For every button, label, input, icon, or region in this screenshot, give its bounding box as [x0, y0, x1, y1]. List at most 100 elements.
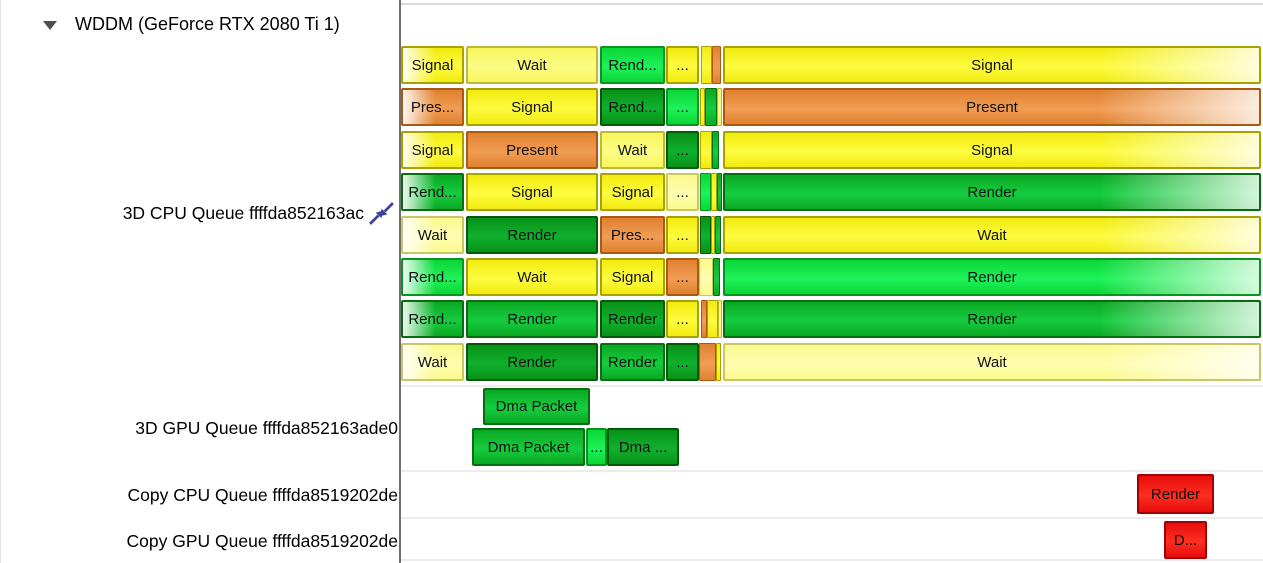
event-bar-sliver[interactable] [711, 216, 715, 254]
event-bar-sliver[interactable]: ... [666, 88, 699, 126]
event-bar-label: Rend... [608, 98, 657, 116]
event-bar-render[interactable]: Render [466, 300, 598, 338]
event-bar-sliver[interactable] [716, 343, 721, 381]
event-bar-label: Signal [511, 183, 553, 201]
event-bar-label: ... [676, 183, 689, 201]
event-bar-sliver[interactable] [700, 216, 711, 254]
event-bar-sliver[interactable]: ... [666, 216, 699, 254]
event-bar-label: Wait [517, 56, 547, 74]
window-left-border [0, 0, 1, 563]
event-bar-render[interactable]: Render [600, 300, 665, 338]
event-bar-sliver[interactable]: ... [666, 46, 699, 84]
event-bar-label: Wait [417, 353, 448, 371]
queue-label-copy-cpu: Copy CPU Queue ffffda8519202de [127, 485, 399, 505]
event-bar-render[interactable]: Render [466, 343, 598, 381]
event-bar-wait[interactable]: Wait [466, 258, 598, 296]
event-bar-rend[interactable]: Rend... [401, 173, 464, 211]
event-bar-wait[interactable]: Wait [723, 343, 1261, 381]
event-bar-sliver[interactable]: ... [586, 428, 607, 466]
queue-label-3d-gpu: 3D GPU Queue ffffda852163ade0 [135, 418, 398, 438]
event-bar-label: Rend... [408, 268, 457, 286]
event-bar-render[interactable]: Render [600, 343, 665, 381]
event-bar-label: Render [967, 268, 1017, 286]
event-bar-render[interactable]: Render [723, 173, 1261, 211]
event-bar-label: Signal [611, 268, 654, 286]
event-bar-label: ... [676, 141, 689, 159]
collapse-arrows-icon[interactable] [368, 201, 395, 226]
event-bar-sliver[interactable]: ... [666, 131, 699, 169]
sidebar-row-3d-cpu-queue[interactable]: 3D CPU Queue ffffda852163ac [123, 201, 395, 226]
event-bar-signal[interactable]: Signal [600, 173, 665, 211]
event-bar-sliver[interactable]: ... [666, 300, 699, 338]
event-bar-rend[interactable]: Rend... [401, 258, 464, 296]
event-bar-render[interactable]: Render [723, 258, 1261, 296]
event-bar-render[interactable]: Render [1137, 474, 1214, 514]
event-bar-sliver[interactable] [699, 343, 716, 381]
event-bar-sliver[interactable] [713, 258, 720, 296]
event-bar-sliver[interactable] [712, 46, 721, 84]
event-bar-sliver[interactable] [717, 88, 722, 126]
event-bar-sliver[interactable]: ... [666, 173, 699, 211]
event-bar-label: ... [676, 353, 689, 371]
sidebar-timeline-divider[interactable] [399, 0, 401, 563]
event-bar-sliver[interactable] [718, 300, 722, 338]
event-bar-present[interactable]: Present [723, 88, 1261, 126]
event-bar-sliver[interactable] [700, 173, 711, 211]
expand-triangle-icon[interactable] [43, 21, 57, 30]
event-bar-label: Render [507, 310, 557, 328]
event-bar-dmapacket[interactable]: Dma Packet [483, 388, 590, 425]
event-bar-sliver[interactable] [715, 216, 721, 254]
event-bar-label: Rend... [608, 56, 657, 74]
event-bar-rend[interactable]: Rend... [600, 88, 665, 126]
event-bar-sliver[interactable]: ... [666, 343, 699, 381]
event-bar-sliver[interactable] [700, 131, 712, 169]
event-bar-signal[interactable]: Signal [723, 131, 1261, 169]
event-bar-signal[interactable]: Signal [466, 173, 598, 211]
event-bar-label: Wait [417, 226, 448, 244]
event-bar-label: Signal [511, 98, 553, 116]
event-bar-wait[interactable]: Wait [600, 131, 665, 169]
event-bar-label: Render [967, 183, 1017, 201]
event-bar-label: Dma ... [618, 438, 668, 456]
event-bar-sliver[interactable]: ... [666, 258, 699, 296]
event-bar-sliver[interactable] [705, 88, 717, 126]
event-bar-rend[interactable]: Rend... [401, 300, 464, 338]
event-bar-signal[interactable]: Signal [466, 88, 598, 126]
wddm-header-label[interactable]: WDDM (GeForce RTX 2080 Ti 1) [75, 14, 340, 34]
event-bar-pres[interactable]: Pres... [600, 216, 665, 254]
event-bar-wait[interactable]: Wait [723, 216, 1261, 254]
event-bar-signal[interactable]: Signal [600, 258, 665, 296]
event-bar-wait[interactable]: Wait [401, 343, 464, 381]
event-bar-pres[interactable]: Pres... [401, 88, 464, 126]
event-bar-wait[interactable]: Wait [466, 46, 598, 84]
event-bar-label: Rend... [408, 310, 457, 328]
event-bar-sliver[interactable] [711, 173, 717, 211]
event-bar-present[interactable]: Present [466, 131, 598, 169]
event-bar-signal[interactable]: Signal [401, 131, 464, 169]
event-bar-sliver[interactable] [699, 258, 713, 296]
event-bar-wait[interactable]: Wait [401, 216, 464, 254]
event-bar-sliver[interactable] [717, 173, 722, 211]
event-bar-label: Present [506, 141, 558, 159]
event-bar-label: Pres... [610, 226, 655, 244]
event-bar-label: Wait [517, 268, 547, 286]
event-bar-label: Render [1150, 485, 1201, 503]
event-bar-sliver[interactable] [701, 46, 712, 84]
event-bar-d[interactable]: D... [1164, 521, 1207, 559]
event-bar-label: Present [966, 98, 1018, 116]
event-bar-render[interactable]: Render [723, 300, 1261, 338]
event-bar-label: Rend... [408, 183, 457, 201]
event-bar-sliver[interactable] [707, 300, 718, 338]
event-bar-dma[interactable]: Dma ... [607, 428, 679, 466]
event-bar-rend[interactable]: Rend... [600, 46, 665, 84]
event-bar-signal[interactable]: Signal [723, 46, 1261, 84]
event-bar-render[interactable]: Render [466, 216, 598, 254]
queue-label-copy-gpu: Copy GPU Queue ffffda8519202de [126, 531, 398, 551]
event-bar-sliver[interactable] [712, 131, 719, 169]
event-bar-sliver[interactable] [701, 300, 707, 338]
event-bar-dmapacket[interactable]: Dma Packet [472, 428, 585, 466]
row-separator-line [401, 385, 1263, 387]
event-bar-signal[interactable]: Signal [401, 46, 464, 84]
event-bar-sliver[interactable] [700, 88, 705, 126]
event-bar-label: Pres... [410, 98, 455, 116]
